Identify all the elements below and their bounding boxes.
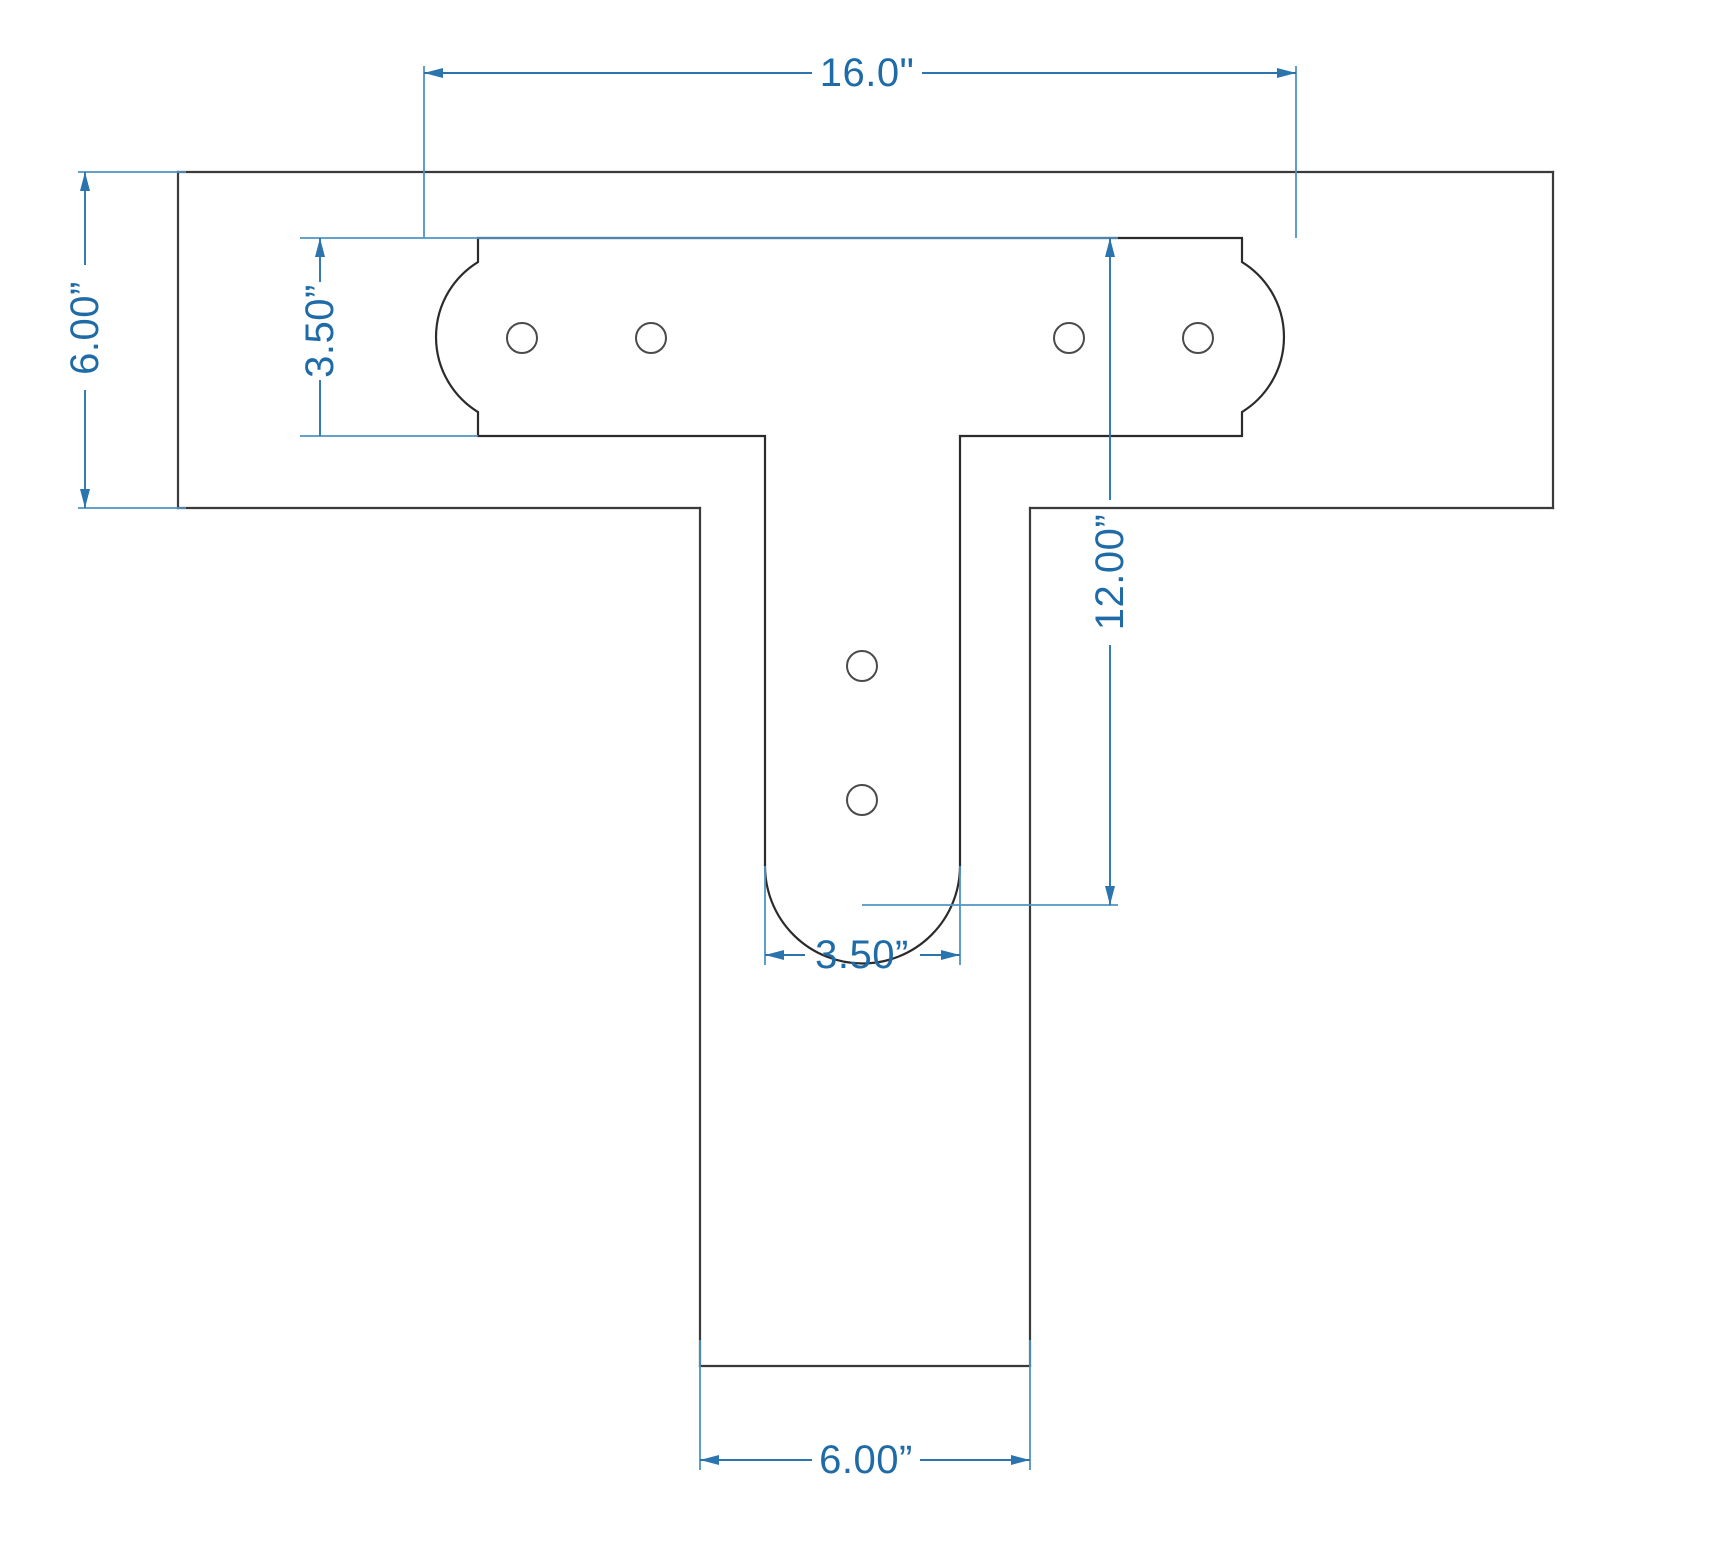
dim-label-arm-height: 3.50” bbox=[298, 284, 342, 378]
arrow-postw-right bbox=[1011, 1455, 1030, 1465]
dimension-beam-height: 6.00” bbox=[63, 171, 186, 509]
dim-label-top-width: 16.0" bbox=[820, 51, 915, 95]
dimension-top-width: 16.0" bbox=[423, 51, 1297, 238]
arrow-16-right bbox=[1277, 68, 1296, 78]
dim-label-post-width: 6.00” bbox=[819, 1438, 913, 1482]
bracket-hole-leg-2 bbox=[846, 784, 878, 816]
dimension-leg-width: 3.50” bbox=[764, 866, 961, 977]
t-bracket-plate bbox=[435, 236, 1285, 965]
bracket-hole-arm-4 bbox=[1182, 322, 1214, 354]
dimension-post-width: 6.00” bbox=[699, 1340, 1031, 1482]
dim-label-leg-width: 3.50” bbox=[815, 933, 909, 977]
bracket-hole-arm-1 bbox=[506, 322, 538, 354]
arrow-12-top bbox=[1105, 238, 1115, 257]
dim-label-beam-height: 6.00” bbox=[63, 281, 107, 375]
dimension-arm-height: 3.50” bbox=[298, 237, 1110, 437]
arrow-postw-left bbox=[700, 1455, 719, 1465]
arrow-6h-top bbox=[80, 172, 90, 191]
arrow-arm-top bbox=[315, 238, 325, 257]
arrow-6h-bottom bbox=[80, 489, 90, 508]
bracket-outline bbox=[435, 236, 1285, 965]
bracket-hole-arm-2 bbox=[635, 322, 667, 354]
arrow-legw-right bbox=[941, 950, 960, 960]
bracket-hole-arm-3 bbox=[1053, 322, 1085, 354]
timber-assembly-outline bbox=[176, 170, 1555, 1368]
arrow-legw-left bbox=[765, 950, 784, 960]
bracket-hole-leg-1 bbox=[846, 650, 878, 682]
dim-label-leg-length: 12.00” bbox=[1088, 514, 1132, 630]
arrow-12-bottom bbox=[1105, 886, 1115, 905]
dimension-leg-length: 12.00” bbox=[862, 237, 1132, 906]
arrow-16-left bbox=[424, 68, 443, 78]
